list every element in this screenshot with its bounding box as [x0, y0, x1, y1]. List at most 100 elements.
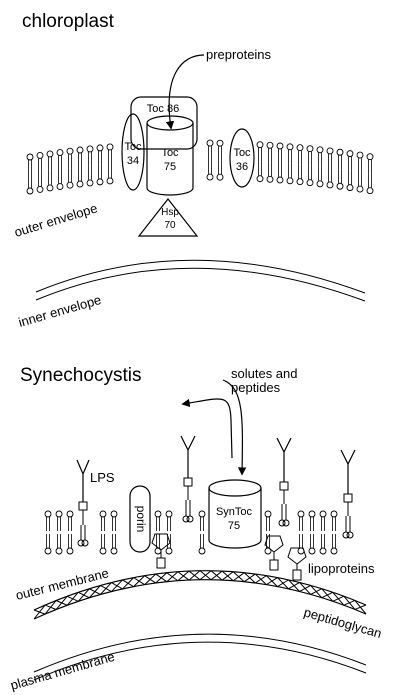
peptidoglycan-crosslink: [354, 604, 367, 610]
lipid-inner-head: [165, 547, 173, 555]
lipid-outer-head: [316, 146, 324, 154]
porin-label: porin: [134, 506, 148, 533]
lipid-outer-head: [366, 153, 374, 161]
lipid-outer-head: [319, 510, 327, 518]
peptidoglycan-crosslink: [111, 579, 123, 592]
lipid-outer-head: [66, 510, 74, 518]
peptidoglycan-crosslink: [221, 571, 234, 581]
lipid-outer-head: [326, 147, 334, 155]
lps-molecule: [180, 435, 196, 523]
lipid-inner-head: [264, 547, 272, 555]
lipid-inner-head: [46, 184, 54, 192]
peptidoglycan-crosslink: [155, 572, 168, 584]
lipid-outer-head: [276, 142, 284, 150]
peptidoglycan-crosslink: [232, 572, 245, 582]
lipid-inner-head: [266, 175, 274, 183]
syntoc75-label-1: SynToc: [216, 506, 253, 518]
inner-envelope-line-1: [35, 259, 366, 294]
lipid-outer-head: [356, 151, 364, 159]
lipid-inner-head: [36, 185, 44, 193]
inner-envelope-label: inner envelope: [17, 292, 103, 330]
peptidoglycan-crosslink: [277, 579, 289, 588]
peptidoglycan-crosslink: [88, 585, 101, 599]
peptidoglycan-crosslink: [321, 591, 334, 599]
lipid-inner-head: [316, 180, 324, 188]
porin-protein: [129, 485, 151, 553]
lps-molecule: [76, 459, 90, 547]
peptidoglycan-crosslink: [33, 604, 46, 620]
syntoc75-protein: [208, 479, 262, 549]
peptidoglycan-label: peptidoglycan: [302, 604, 383, 641]
lipoproteins-label: lipoproteins: [308, 561, 375, 576]
lipid-outer-head: [44, 510, 52, 518]
synechocystis-title: Synechocystis: [20, 365, 141, 386]
lipid-inner-head: [296, 178, 304, 186]
peptidoglycan-crosslink: [55, 595, 68, 610]
hsp70-protein: [137, 198, 199, 237]
toc86-label: Toc 86: [147, 103, 179, 115]
peptidoglycan-crosslink: [44, 600, 57, 615]
lipid-outer-head: [296, 144, 304, 152]
toc75-label-2: 75: [164, 161, 176, 173]
peptidoglycan-crosslink: [288, 582, 300, 590]
lipid-outer-head: [46, 150, 54, 158]
lipid-inner-head: [306, 179, 314, 187]
lipid-inner-head: [276, 176, 284, 184]
outer-membrane-bilayer: [44, 510, 338, 555]
peptidoglycan-crosslink: [299, 584, 311, 592]
lipid-outer-head: [36, 151, 44, 159]
preproteins-label: preproteins: [206, 47, 272, 62]
peptidoglycan-crosslink: [133, 575, 146, 587]
toc34-label-2: 34: [127, 155, 139, 167]
lipid-outer-head: [266, 141, 274, 149]
lipid-inner-head: [216, 173, 224, 181]
lps-molecule: [276, 437, 292, 527]
lipid-inner-head: [44, 547, 52, 555]
plasma-membrane-label: plasma membrane: [9, 649, 117, 693]
lipid-outer-head: [286, 143, 294, 151]
peptidoglycan-crosslink: [310, 588, 322, 595]
lipid-outer-head: [264, 510, 272, 518]
outer-envelope-bilayer: [26, 139, 374, 195]
lipoprotein: [151, 533, 171, 569]
inner-envelope-line-2: [35, 267, 366, 302]
lipid-outer-head: [86, 145, 94, 153]
peptidoglycan-crosslink: [343, 599, 356, 606]
lipid-inner-head: [99, 547, 107, 555]
lipid-outer-head: [256, 141, 264, 149]
hsp70-label-1: Hsp: [161, 207, 179, 218]
peptidoglycan-crosslink: [255, 575, 267, 584]
lipid-outer-head: [198, 510, 206, 518]
lipid-inner-head: [110, 547, 118, 555]
solutes-out-arrow: [181, 398, 233, 459]
peptidoglycan-crosslink: [122, 577, 134, 590]
lipid-inner-head: [96, 178, 104, 186]
lipid-inner-head: [86, 179, 94, 187]
lipid-outer-head: [56, 149, 64, 156]
lipoprotein: [264, 535, 284, 571]
lipid-outer-head: [297, 510, 305, 518]
lipid-inner-head: [26, 187, 34, 195]
lipid-outer-head: [99, 510, 107, 518]
lps-molecule: [340, 449, 356, 539]
lipid-inner-head: [346, 184, 354, 192]
outer-membrane-label: outer membrane: [14, 565, 110, 603]
lipid-outer-head: [76, 146, 84, 154]
lipid-outer-head: [26, 153, 34, 161]
chloroplast-title: chloroplast: [22, 11, 115, 32]
lipid-inner-head: [319, 547, 327, 555]
lipid-outer-head: [106, 143, 114, 151]
lipid-outer-head: [55, 510, 63, 518]
lipid-outer-head: [216, 139, 224, 147]
peptidoglycan-crosslink: [243, 573, 256, 583]
lipid-inner-head: [198, 547, 206, 555]
lps-label: LPS: [90, 470, 115, 485]
toc75-label-1: Toc: [161, 147, 179, 159]
lipid-inner-head: [66, 547, 74, 555]
preproteins-arrow: [165, 54, 205, 130]
lipid-inner-head: [66, 181, 74, 189]
peptides-in-arrow: [222, 379, 247, 476]
lipid-inner-head: [326, 181, 334, 189]
lipoprotein: [287, 547, 307, 581]
lipid-inner-head: [336, 182, 344, 190]
